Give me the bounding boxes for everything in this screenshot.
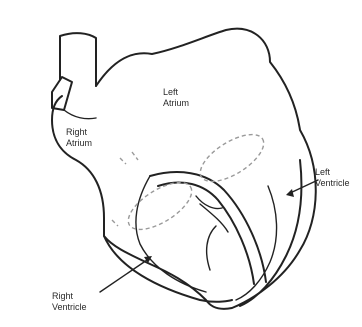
right-ventricle-label-line2: Ventricle — [52, 302, 87, 313]
left-atrium-label-line1: Left — [163, 87, 189, 98]
left-atrium-label: Left Atrium — [163, 87, 189, 109]
septum-inner — [158, 182, 254, 284]
left-atrium-label-line2: Atrium — [163, 98, 189, 109]
right-ventricle-label: Right Ventricle — [52, 291, 87, 313]
right-atrium-label-line1: Right — [66, 127, 92, 138]
right-ventricle-label-line1: Right — [52, 291, 87, 302]
heart-outline — [52, 29, 316, 309]
left-ventricle-label-line2: Ventricle — [315, 178, 350, 189]
left-ventricle-label: Left Ventricle — [315, 167, 350, 189]
right-atrium-label-line2: Atrium — [66, 138, 92, 149]
left-ventricle-label-line1: Left — [315, 167, 350, 178]
mitral-valve-outline — [193, 125, 271, 190]
right-atrium-wall — [64, 110, 96, 119]
right-ventricle-wall — [104, 236, 232, 302]
left-ventricle-arrowhead — [286, 189, 294, 197]
valve-dots — [112, 152, 138, 226]
right-atrium-label: Right Atrium — [66, 127, 92, 149]
